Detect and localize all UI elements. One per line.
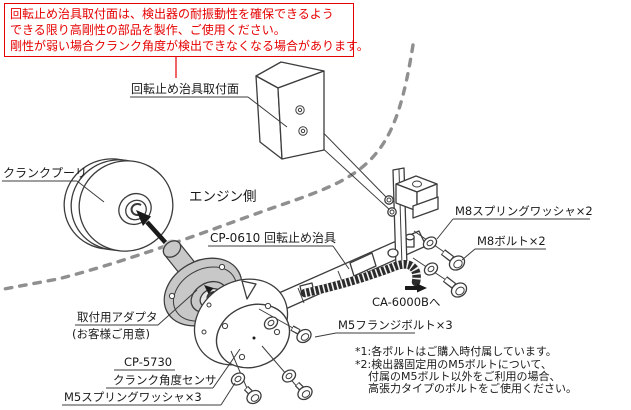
m8-bolt-label: M8ボルト×2 — [477, 234, 546, 248]
label-adapter: 取付用アダプタ (お客様ご用意) — [72, 289, 198, 341]
crank-pulley-label: クランクプーリ — [3, 166, 87, 180]
label-jig: CP-0610 回転止め治具 — [208, 231, 350, 270]
footnote-2b: 付属のM5ボルト以外をご利用の場合、 — [368, 369, 561, 383]
mount-face-label: 回転止め治具取付面 — [131, 82, 239, 96]
engine-side-label: エンジン側 — [189, 189, 257, 205]
sensor-cable — [299, 260, 421, 298]
label-m8-washer: M8スプリングワッシャ×2 — [436, 204, 593, 240]
sensor-name-label: クランク角度センサ — [113, 373, 217, 387]
footnote-2c: 高張力タイプのボルトをご使用ください。 — [368, 381, 577, 395]
label-m5-flange-bolt: M5フランジボルト×3 — [314, 318, 453, 338]
m5-hardware — [230, 308, 313, 405]
sensor-model-label: CP-5730 — [124, 355, 172, 369]
label-sensor: CP-5730 クランク角度センサ — [106, 348, 241, 389]
jig-label: CP-0610 回転止め治具 — [210, 231, 336, 245]
footnote-2: *2:検出器固定用のM5ボルトについて、 — [355, 357, 552, 371]
footnotes: *1:各ボルトはご購入時付属しています。 *2:検出器固定用のM5ボルトについて… — [355, 344, 577, 395]
crank-pulley-drawing — [63, 158, 174, 252]
m5-flange-bolt-label: M5フランジボルト×3 — [338, 318, 453, 332]
plate-triangle-marker — [241, 280, 257, 300]
label-crank-pulley: クランクプーリ — [2, 166, 105, 203]
warning-line: 回転止め治具取付面は、検出器の耐振動性を確保できるよう — [10, 7, 334, 21]
m8-washer-label: M8スプリングワッシャ×2 — [455, 204, 593, 218]
ca6000b-label: CA-6000Bへ — [372, 295, 440, 309]
engine-boundary-dashed-line — [2, 43, 415, 291]
warning-note-box: 回転止め治具取付面は、検出器の耐振動性を確保できるよう できる限り高剛性の部品を… — [4, 3, 369, 57]
label-m8-bolt: M8ボルト×2 — [461, 234, 546, 261]
adapter-label: 取付用アダプタ — [77, 310, 158, 324]
mounting-face-block — [255, 61, 325, 160]
m5-washer-label: M5スプリングワッシャ×3 — [64, 390, 202, 404]
ca6000b-arrow — [405, 283, 427, 293]
adapter-sublabel: (お客様ご用意) — [72, 327, 150, 341]
crank-angle-sensor-drawing — [193, 278, 291, 369]
m8-hardware — [412, 230, 468, 298]
warning-line: 剛性が弱い場合クランク角度が検出できなくなる場合があります。 — [10, 39, 369, 53]
bracket-assembly — [384, 167, 439, 270]
warning-line: できる限り高剛性の部品を製作、ご使用ください。 — [10, 23, 286, 37]
label-m5-washer: M5スプリングワッシャ×3 — [62, 382, 236, 406]
label-mount-face: 回転止め治具取付面 — [130, 82, 288, 128]
footnote-1: *1:各ボルトはご購入時付属しています。 — [355, 344, 557, 358]
